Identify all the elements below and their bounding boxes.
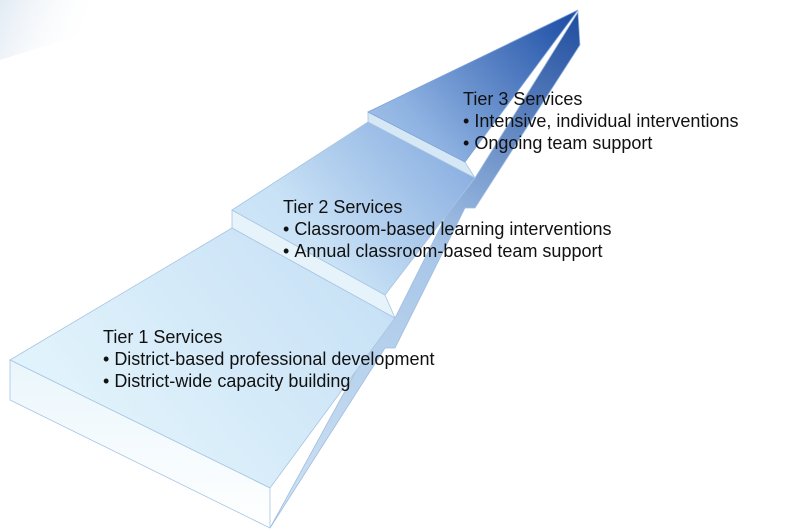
tier2-title: Tier 2 Services xyxy=(283,197,403,217)
tier2-bullet-list: Classroom-based learning interventions A… xyxy=(283,218,611,262)
tier3-bullet: Ongoing team support xyxy=(463,132,738,154)
tier1-title: Tier 1 Services xyxy=(103,327,223,347)
tier1-bullet: District-based professional development xyxy=(103,348,434,370)
tier2-services: Tier 2 Services Classroom-based learning… xyxy=(283,196,611,262)
tier3-title: Tier 3 Services xyxy=(463,89,583,109)
tier2-bullet: Classroom-based learning interventions xyxy=(283,218,611,240)
tier1-bullet-list: District-based professional development … xyxy=(103,348,434,392)
tier2-bullet: Annual classroom-based team support xyxy=(283,240,611,262)
tier3-services: Tier 3 Services Intensive, individual in… xyxy=(463,88,738,154)
tier3-bullet: Intensive, individual interventions xyxy=(463,110,738,132)
tier3-step-top xyxy=(367,9,579,163)
tier1-services: Tier 1 Services District-based professio… xyxy=(103,326,434,392)
corner-shade xyxy=(0,0,90,60)
tier1-bullet: District-wide capacity building xyxy=(103,370,434,392)
tier3-bullet-list: Intensive, individual interventions Ongo… xyxy=(463,110,738,154)
tier1-step-front xyxy=(9,359,271,529)
